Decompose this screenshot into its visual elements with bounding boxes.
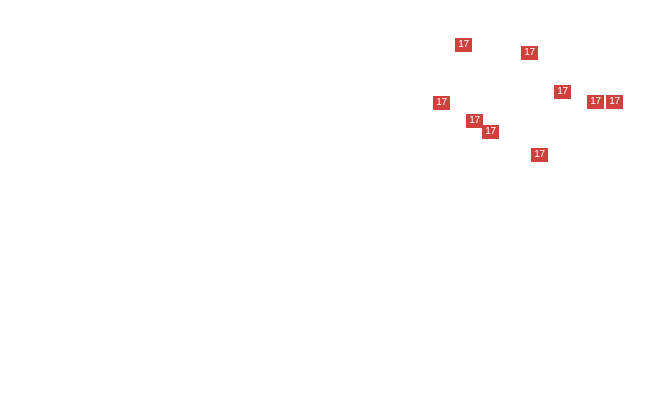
map-marker[interactable]: 17 [554, 85, 571, 99]
map-marker[interactable]: 17 [521, 46, 538, 60]
map-marker[interactable]: 17 [466, 114, 483, 128]
map-marker[interactable]: 17 [482, 125, 499, 139]
map-marker[interactable]: 17 [587, 95, 604, 109]
map-marker[interactable]: 17 [455, 38, 472, 52]
map-marker[interactable]: 17 [606, 95, 623, 109]
map-marker[interactable]: 17 [433, 96, 450, 110]
map-marker[interactable]: 17 [531, 148, 548, 162]
